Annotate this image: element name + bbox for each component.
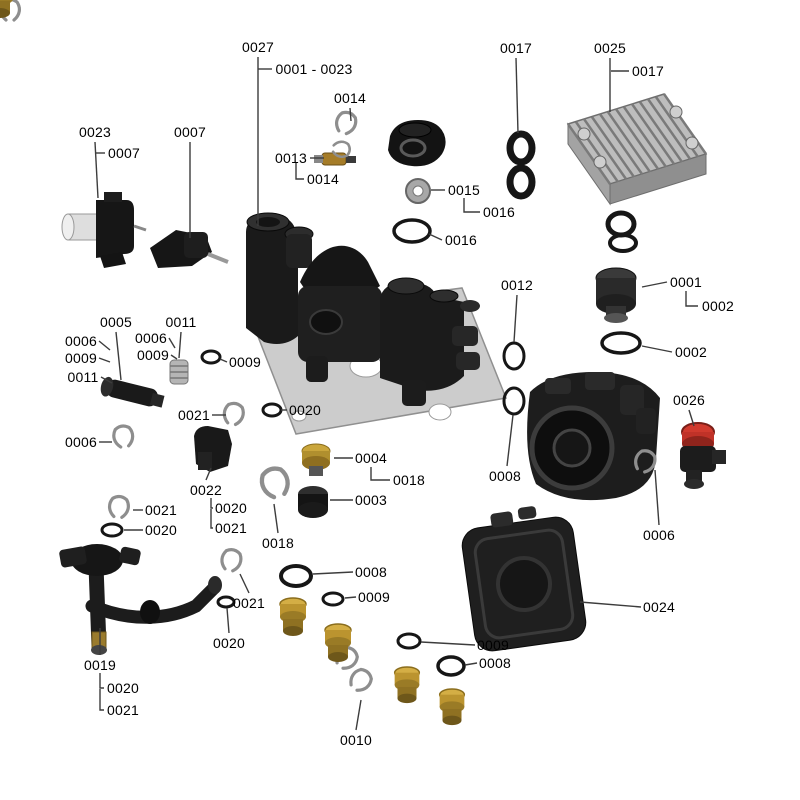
o-ring	[261, 402, 283, 418]
o-ring	[506, 164, 536, 200]
o-ring	[200, 349, 222, 365]
o-ring	[216, 595, 236, 609]
o-ring	[392, 218, 432, 244]
retaining-clip	[220, 400, 247, 428]
part-hose-connector	[100, 376, 165, 408]
o-ring	[502, 341, 526, 371]
part-sensor-0004	[301, 443, 331, 476]
retaining-clip	[218, 546, 245, 574]
part-cap-0003	[298, 486, 328, 518]
part-actuator-motor	[595, 267, 637, 323]
retaining-fork	[259, 465, 292, 499]
o-ring	[100, 522, 124, 538]
retaining-clip	[332, 108, 361, 138]
o-ring	[506, 130, 536, 166]
o-ring	[279, 564, 313, 588]
part-bracket-0007	[150, 230, 229, 268]
part-main-manifold	[246, 212, 508, 435]
part-inlet-housing	[388, 120, 446, 167]
part-safety-valve	[680, 422, 726, 489]
part-spring	[169, 359, 189, 385]
part-pump	[461, 506, 587, 652]
retaining-clip	[110, 423, 136, 450]
o-ring	[396, 632, 422, 650]
retaining-clip	[106, 493, 131, 520]
retaining-clip	[345, 664, 377, 696]
part-heat-exchanger	[566, 93, 708, 206]
brass-fitting	[324, 623, 352, 663]
o-ring	[436, 655, 466, 677]
part-flow-switch	[61, 192, 147, 268]
o-ring	[502, 386, 526, 416]
brass-fitting	[279, 597, 307, 637]
part-washer-0015	[405, 178, 431, 204]
o-ring	[600, 331, 642, 355]
part-bypass-pipe	[59, 544, 222, 655]
part-bracket-0022	[194, 426, 232, 472]
part-hydraulic-block-right	[527, 372, 660, 501]
brass-fitting	[438, 688, 466, 726]
o-ring	[608, 233, 638, 253]
o-ring	[321, 591, 345, 607]
brass-fitting	[393, 666, 421, 704]
o-ring	[605, 210, 637, 238]
